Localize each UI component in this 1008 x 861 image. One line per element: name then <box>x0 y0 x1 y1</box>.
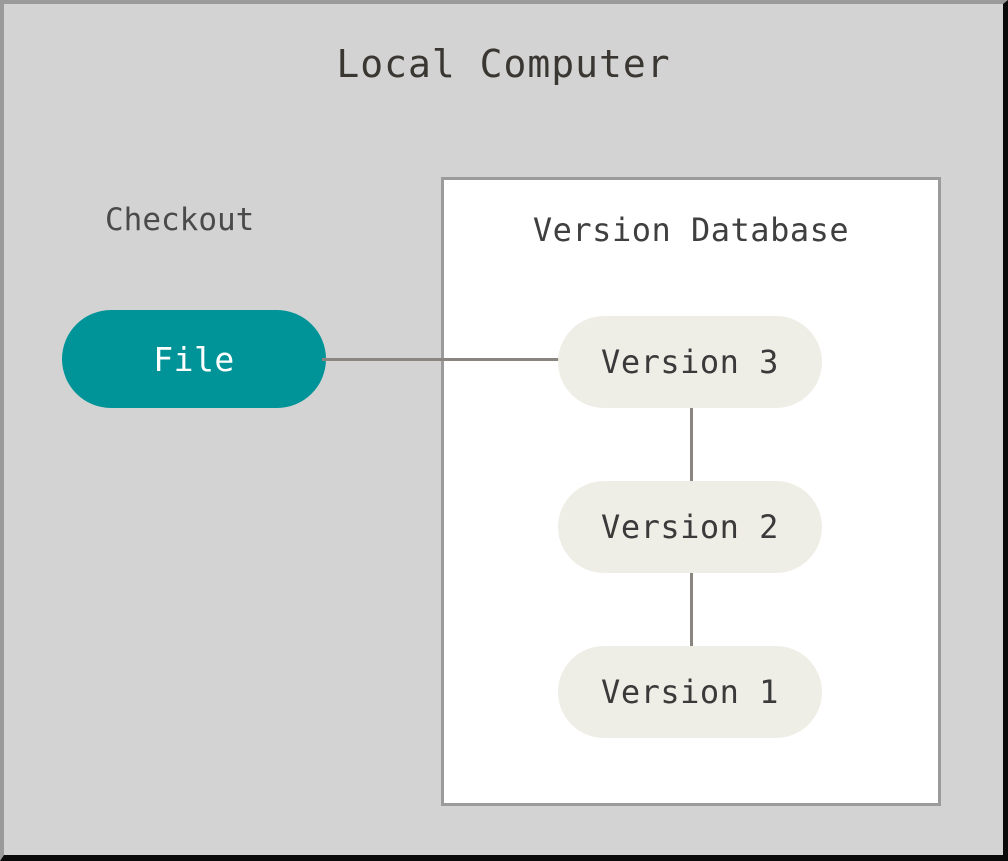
edge-version-3-to-version-2 <box>690 402 693 490</box>
edge-file-to-version-3 <box>322 358 582 361</box>
node-version-2[interactable]: Version 2 <box>558 481 822 573</box>
version-database-panel: Version Database Version 3 Version 2 Ver… <box>441 177 941 806</box>
node-version-1-label: Version 1 <box>601 673 779 711</box>
edge-version-2-to-version-1 <box>690 567 693 655</box>
node-version-1[interactable]: Version 1 <box>558 646 822 738</box>
page-title: Local Computer <box>336 42 671 86</box>
checkout-label: Checkout <box>105 202 255 238</box>
node-version-3[interactable]: Version 3 <box>558 316 822 408</box>
node-file-label: File <box>153 339 235 379</box>
node-version-3-label: Version 3 <box>601 343 779 381</box>
node-file[interactable]: File <box>62 310 326 408</box>
node-version-2-label: Version 2 <box>601 508 779 546</box>
version-database-title: Version Database <box>532 211 850 249</box>
